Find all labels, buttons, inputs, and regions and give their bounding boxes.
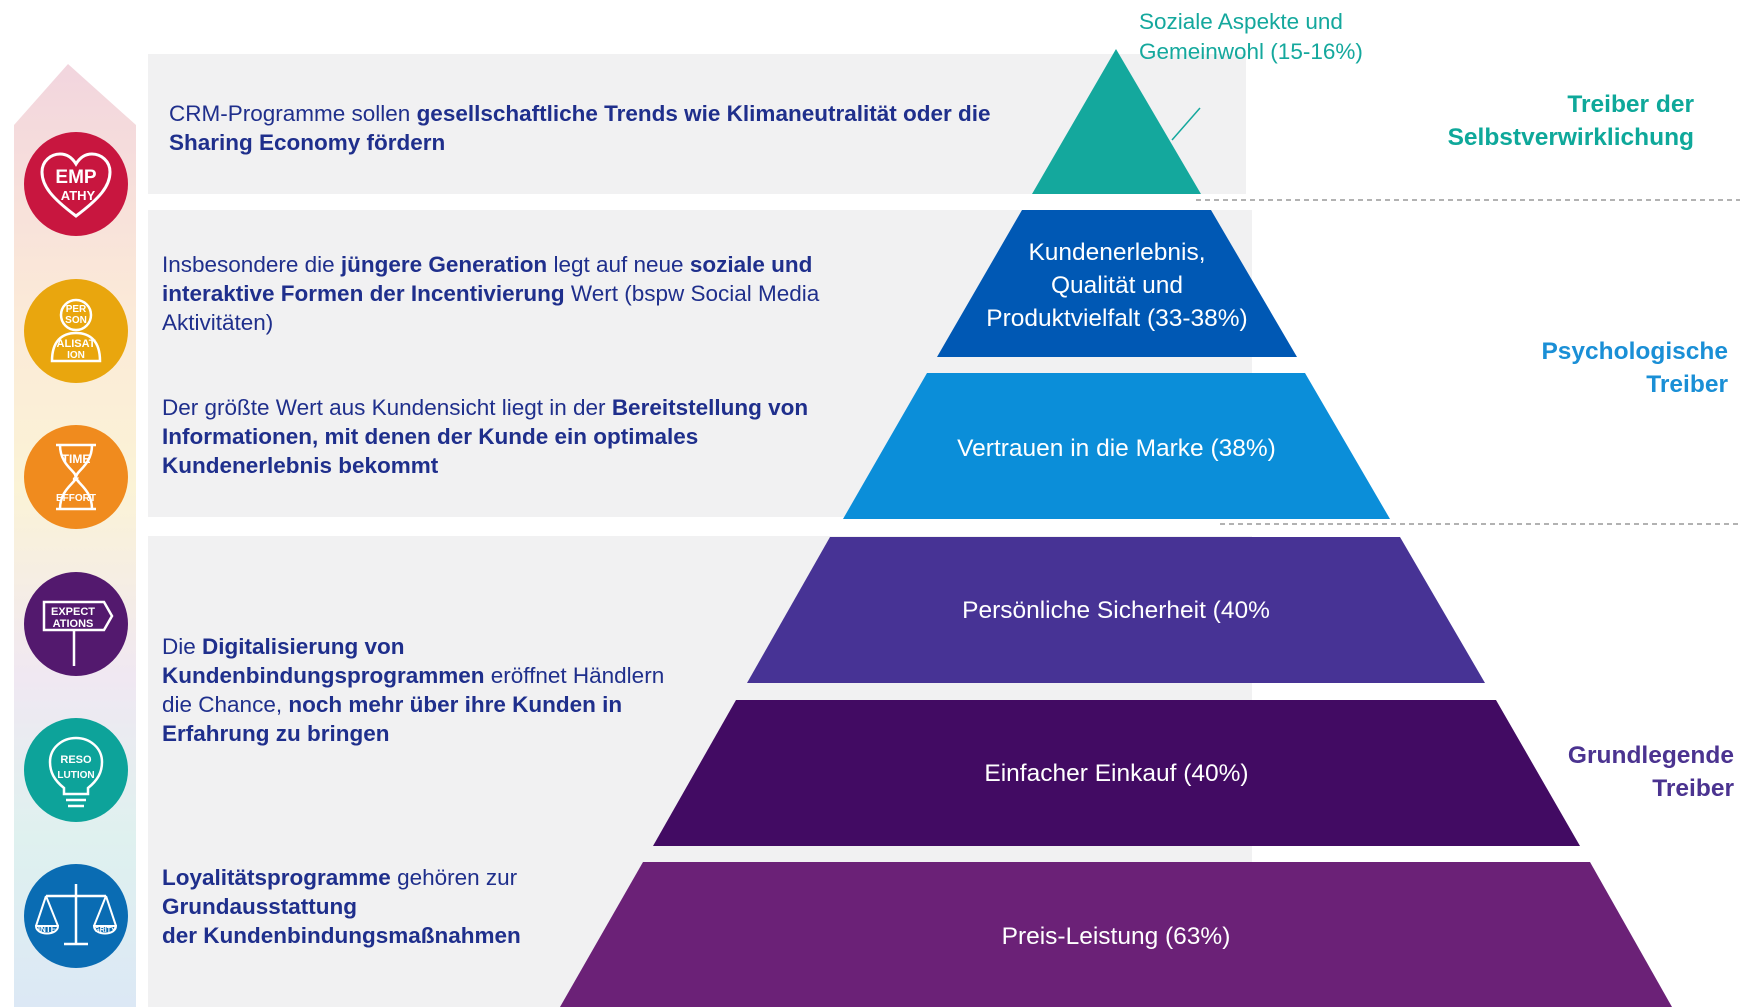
time-effort-icon: TIME & EFFORT	[24, 425, 128, 529]
panel-text-5: Loyalitätsprogramme gehören zur Grundaus…	[162, 865, 521, 948]
panel-text-4: Die Digitalisierung von Kundenbindungspr…	[162, 634, 665, 746]
integrity-icon: INTE GRITY	[24, 864, 128, 968]
level-2-label: Vertrauen in die Marke (38%)	[957, 435, 1276, 462]
callout-line-2: Gemeinwohl (15-16%)	[1139, 39, 1363, 64]
driver-self-actualization: Treiber der Selbstverwirklichung	[1447, 91, 1694, 151]
driver-basic: Grundlegende Treiber	[1567, 742, 1734, 802]
svg-text:GRITY: GRITY	[94, 927, 116, 934]
svg-text:TIME: TIME	[62, 452, 91, 466]
driver-psychological: Psychologische Treiber	[1541, 338, 1728, 398]
pyramid-level-2	[843, 373, 1390, 519]
pyramid-level-1	[937, 210, 1297, 357]
top-callout: Soziale Aspekte und Gemeinwohl (15-16%)	[1139, 7, 1399, 67]
level-1-label: Kundenerlebnis, Qualität und Produktviel…	[986, 239, 1248, 332]
svg-text:INTE: INTE	[38, 925, 57, 934]
panel-text-1: CRM-Programme sollen gesellschaftliche T…	[169, 101, 991, 155]
resolution-icon: RESO LUTION	[24, 718, 128, 822]
svg-text:ATHY: ATHY	[61, 188, 96, 203]
callout-line	[1171, 107, 1201, 141]
svg-text:EMP: EMP	[55, 167, 97, 188]
pyramid-level-3	[747, 537, 1485, 683]
svg-text:RESO: RESO	[60, 754, 92, 766]
level-5-label: Preis-Leistung (63%)	[1001, 923, 1231, 950]
pyramid-level-4	[653, 700, 1580, 846]
pyramid-level-5	[560, 862, 1672, 1007]
svg-text:PER: PER	[66, 304, 87, 315]
svg-text:EFFORT: EFFORT	[56, 493, 96, 504]
svg-text:&: &	[72, 473, 79, 484]
svg-text:SON: SON	[65, 315, 87, 326]
svg-text:ALISAT: ALISAT	[57, 338, 96, 350]
panel-text-3: Der größte Wert aus Kundensicht liegt in…	[162, 395, 809, 478]
panel-text-2: Insbesondere die jüngere Generation legt…	[162, 252, 820, 335]
level-4-label: Einfacher Einkauf (40%)	[984, 760, 1249, 787]
level-3-label: Persönliche Sicherheit (40%	[962, 597, 1270, 624]
svg-text:ATIONS: ATIONS	[53, 618, 94, 630]
callout-line-1: Soziale Aspekte und	[1139, 9, 1343, 34]
svg-text:ION: ION	[67, 350, 85, 361]
personalisation-icon: PER SON ALISAT ION	[24, 279, 128, 383]
expectations-icon: EXPECT ATIONS	[24, 572, 128, 676]
empathy-icon: EMP ATHY	[24, 132, 128, 236]
svg-text:LUTION: LUTION	[57, 770, 94, 781]
pyramid-top	[1032, 49, 1201, 194]
svg-text:EXPECT: EXPECT	[51, 606, 95, 618]
